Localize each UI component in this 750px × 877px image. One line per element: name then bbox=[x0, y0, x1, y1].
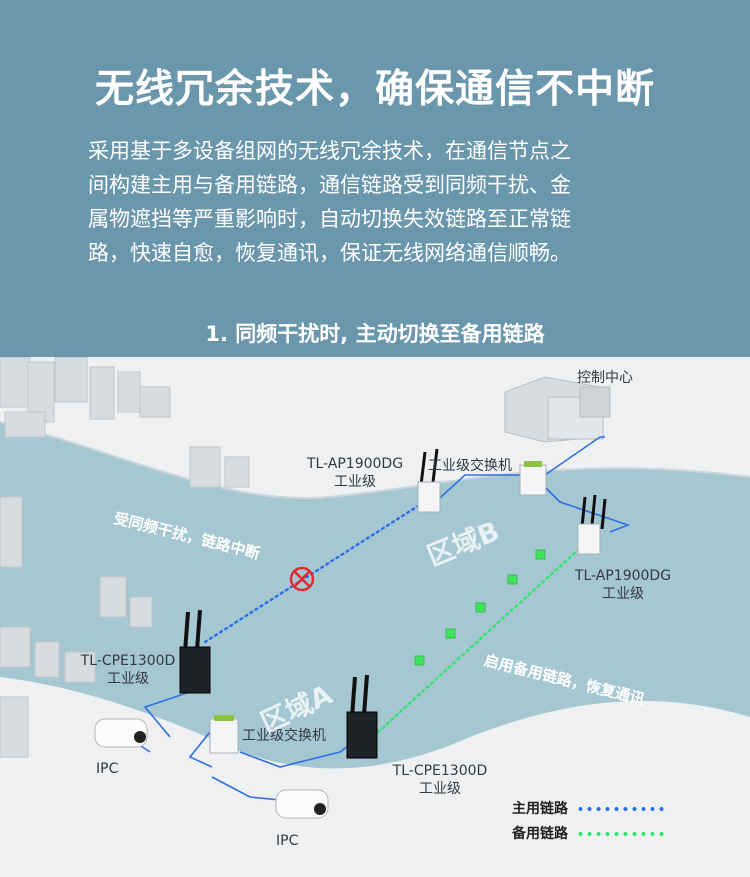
cpe-right-device bbox=[346, 674, 378, 759]
legend-backup-swatch bbox=[576, 832, 668, 836]
ap-left-model: TL-AP1900DG bbox=[306, 456, 404, 472]
control-center-label: 控制中心 bbox=[577, 370, 633, 386]
cpe-left-grade: 工业级 bbox=[107, 671, 149, 687]
section-subtitle: 1. 同频干扰时, 主动切换至备用链路 bbox=[205, 322, 545, 346]
description-line: 采用基于多设备组网的无线冗余技术，在通信节点之 bbox=[88, 139, 571, 163]
ap-right-device bbox=[577, 494, 607, 555]
switch-bottom-device bbox=[209, 715, 239, 754]
ap-right-model: TL-AP1900DG bbox=[574, 568, 672, 584]
legend-primary-label: 主用链路 bbox=[512, 801, 568, 817]
cpe-right-label: TL-CPE1300D 工业级 bbox=[385, 762, 495, 798]
cpe-left-model: TL-CPE1300D bbox=[80, 653, 176, 669]
cpe-right-model: TL-CPE1300D bbox=[392, 763, 488, 779]
river-bank bbox=[0, 421, 750, 500]
ipc-left-label: IPC bbox=[96, 761, 119, 777]
description-line: 间构建主用与备用链路，通信链路受到同频干扰、金 bbox=[88, 173, 571, 197]
primary-wireless-link bbox=[203, 495, 434, 644]
switch-top-label: 工业级交换机 bbox=[428, 458, 512, 474]
legend-backup-label: 备用链路 bbox=[512, 826, 568, 842]
ap-right-grade: 工业级 bbox=[602, 586, 644, 602]
cpe-left-device bbox=[179, 609, 211, 694]
switch-top-device bbox=[519, 461, 547, 496]
switch-bottom-label: 工业级交换机 bbox=[242, 728, 326, 744]
ap-right-label: TL-AP1900DG 工业级 bbox=[568, 567, 678, 603]
cpe-left-label: TL-CPE1300D 工业级 bbox=[78, 652, 178, 688]
ap-left-label: TL-AP1900DG 工业级 bbox=[300, 455, 410, 491]
city-buildings-left bbox=[0, 357, 250, 758]
ipc-right-camera bbox=[275, 789, 329, 819]
backup-packets bbox=[414, 549, 546, 666]
legend-primary-swatch bbox=[576, 807, 668, 811]
control-center-building bbox=[504, 376, 611, 443]
ipc-left-camera bbox=[94, 718, 148, 748]
backup-wireless-link bbox=[376, 537, 592, 734]
description: 采用基于多设备组网的无线冗余技术，在通信节点之 间构建主用与备用链路，通信链路受… bbox=[88, 134, 668, 270]
description-line: 路，快速自愈，恢复通讯，保证无线网络通信顺畅。 bbox=[88, 241, 571, 265]
network-diagram: 控制中心 工业级交换机 TL-AP1900DG 工业级 TL-AP1900DG … bbox=[0, 357, 750, 877]
ipc-right-label: IPC bbox=[276, 833, 299, 849]
ap-left-grade: 工业级 bbox=[334, 474, 376, 490]
ap-left-device bbox=[417, 448, 441, 513]
link-break-icon bbox=[289, 566, 315, 592]
diagram-canvas bbox=[0, 357, 750, 877]
cpe-right-grade: 工业级 bbox=[419, 781, 461, 797]
header-banner: 无线冗余技术，确保通信不中断 采用基于多设备组网的无线冗余技术，在通信节点之 间… bbox=[0, 0, 750, 357]
description-line: 属物遮挡等严重影响时，自动切换失效链路至正常链 bbox=[88, 207, 571, 231]
page-title: 无线冗余技术，确保通信不中断 bbox=[94, 67, 655, 112]
